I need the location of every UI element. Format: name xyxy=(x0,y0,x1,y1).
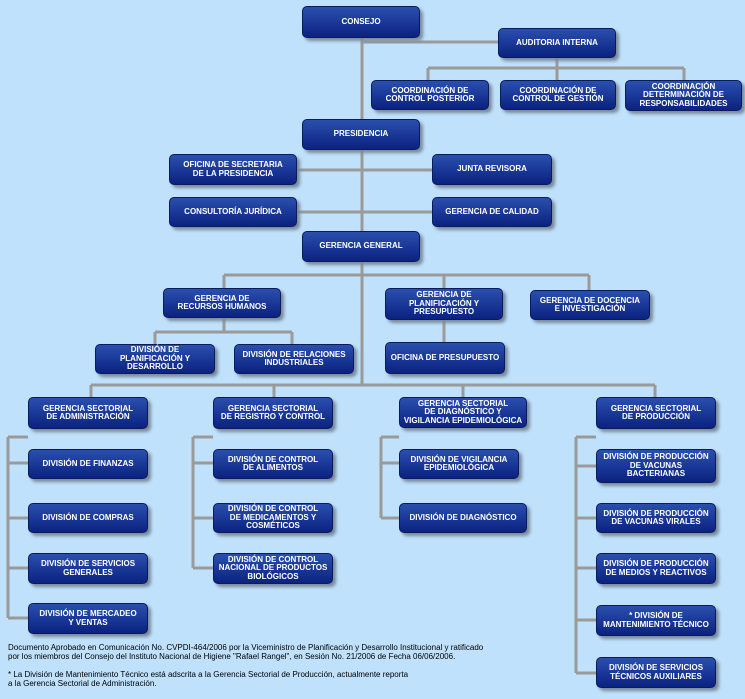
oficina-secretaria-box: OFICINA DE SECRETARIA DE LA PRESIDENCIA xyxy=(169,154,297,185)
consultoria-juridica-box: CONSULTORÍA JURÍDICA xyxy=(169,197,297,227)
coordinacion-responsabilidades-box: COORDINACIÓN DETERMINACIÓN DE RESPONSABI… xyxy=(625,80,742,111)
footnote: * La División de Mantenimiento Técnico e… xyxy=(8,670,409,688)
division-finanzas-box: DIVISIÓN DE FINANZAS xyxy=(28,449,148,479)
division-relaciones-box: DIVISIÓN DE RELACIONES INDUSTRIALES xyxy=(234,344,354,374)
division-compras-box: DIVISIÓN DE COMPRAS xyxy=(28,503,148,533)
junta-revisora-box: JUNTA REVISORA xyxy=(432,154,552,185)
division-vigilancia-box: DIVISIÓN DE VIGILANCIA EPIDEMIOLÓGICA xyxy=(399,449,519,479)
gerencia-sectorial-produccion-box: GERENCIA SECTORIAL DE PRODUCCIÓN xyxy=(596,397,716,429)
division-control-medicamentos-box: DIVISIÓN DE CONTROL DE MEDICAMENTOS Y CO… xyxy=(213,503,333,533)
division-vacunas-virales-box: DIVISIÓN DE PRODUCCIÓN DE VACUNAS VIRALE… xyxy=(596,503,716,533)
gerencia-sectorial-administracion-box: GERENCIA SECTORIAL DE ADMINISTRACIÓN xyxy=(28,397,148,429)
approval-note: Documento Aprobado en Comunicación No. C… xyxy=(8,643,484,661)
consejo-box: CONSEJO xyxy=(302,6,420,38)
gerencia-sectorial-diagnostico-box: GERENCIA SECTORIAL DE DIAGNÓSTICO Y VIGI… xyxy=(399,397,527,428)
division-planificacion-box: DIVISIÓN DE PLANIFICACIÓN Y DESARROLLO xyxy=(95,344,215,374)
division-vacunas-bacterianas-box: DIVISIÓN DE PRODUCCIÓN DE VACUNAS BACTER… xyxy=(596,449,716,483)
division-mantenimiento-box: * DIVISIÓN DE MANTENIMIENTO TÉCNICO xyxy=(596,605,716,636)
division-control-alimentos-box: DIVISIÓN DE CONTROL DE ALIMENTOS xyxy=(213,449,333,479)
division-diagnostico-box: DIVISIÓN DE DIAGNÓSTICO xyxy=(399,503,527,533)
coordinacion-control-gestion-box: COORDINACIÓN DE CONTROL DE GESTIÓN xyxy=(500,80,616,110)
division-servicios-generales-box: DIVISIÓN DE SERVICIOS GENERALES xyxy=(28,553,148,584)
gerencia-sectorial-registro-box: GERENCIA SECTORIAL DE REGISTRO Y CONTROL xyxy=(213,397,333,429)
gerencia-docencia-box: GERENCIA DE DOCENCIA E INVESTIGACIÓN xyxy=(530,290,650,320)
gerencia-recursos-humanos-box: GERENCIA DE RECURSOS HUMANOS xyxy=(163,288,281,318)
coordinacion-control-posterior-box: COORDINACIÓN DE CONTROL POSTERIOR xyxy=(371,80,489,110)
presidencia-box: PRESIDENCIA xyxy=(302,119,420,150)
gerencia-calidad-box: GERENCIA DE CALIDAD xyxy=(432,197,552,227)
auditoria-interna-box: AUDITORIA INTERNA xyxy=(498,28,616,58)
division-control-biologicos-box: DIVISIÓN DE CONTROL NACIONAL DE PRODUCTO… xyxy=(213,553,333,584)
gerencia-general-box: GERENCIA GENERAL xyxy=(302,231,420,262)
division-servicios-tecnicos-box: DIVISIÓN DE SERVICIOS TÉCNICOS AUXILIARE… xyxy=(596,657,716,688)
gerencia-planificacion-box: GERENCIA DE PLANIFICACIÓN Y PRESUPUESTO xyxy=(385,288,503,320)
oficina-presupuesto-box: OFICINA DE PRESUPUESTO xyxy=(385,342,505,374)
division-mercadeo-box: DIVISIÓN DE MERCADEO Y VENTAS xyxy=(28,603,148,634)
division-medios-reactivos-box: DIVISIÓN DE PRODUCCIÓN DE MEDIOS Y REACT… xyxy=(596,553,716,584)
